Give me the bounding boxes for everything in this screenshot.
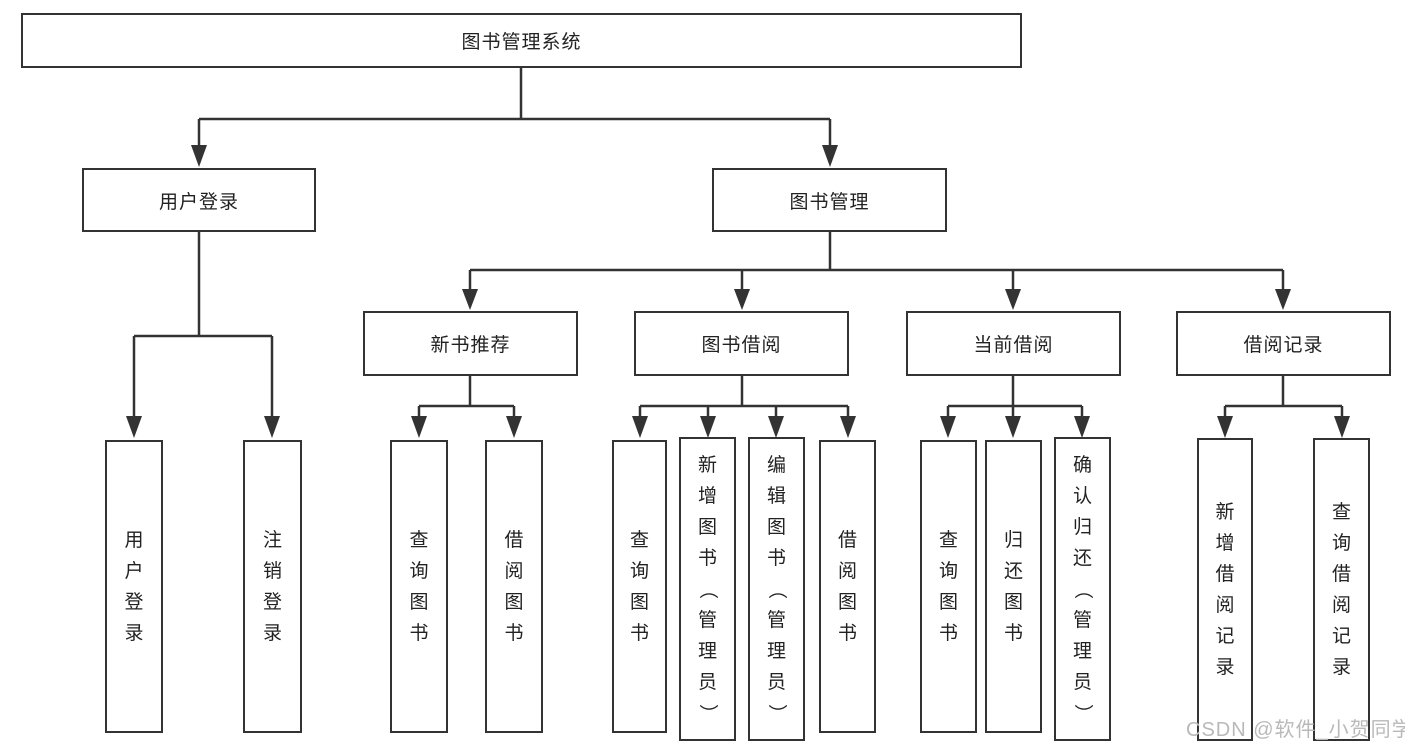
leaf-query-borrow-record: 查询借阅记录 <box>1313 438 1370 741</box>
leaf-query-books-current: 查询图书 <box>920 440 977 733</box>
leaf-logout: 注销登录 <box>243 440 302 733</box>
leaf-query-books-recommend: 查询图书 <box>390 440 448 733</box>
node-book-borrow: 图书借阅 <box>634 311 849 376</box>
node-current-borrow: 当前借阅 <box>906 311 1121 376</box>
leaf-user-login: 用户登录 <box>105 440 163 733</box>
node-new-book-recommend: 新书推荐 <box>363 311 578 376</box>
csdn-watermark: CSDN @软件_小贺同学 <box>1186 719 1405 741</box>
node-book-management: 图书管理 <box>712 168 947 232</box>
leaf-borrow-books: 借阅图书 <box>819 440 876 733</box>
leaf-add-borrow-record: 新增借阅记录 <box>1197 438 1253 741</box>
leaf-edit-books-admin: 编辑图书（管理员） <box>748 437 805 741</box>
node-borrow-records: 借阅记录 <box>1176 311 1391 376</box>
leaf-confirm-return-admin: 确认归还（管理员） <box>1054 437 1111 741</box>
leaf-borrow-books-recommend: 借阅图书 <box>485 440 543 733</box>
leaf-query-books-borrow: 查询图书 <box>612 440 667 733</box>
leaf-add-books-admin: 新增图书（管理员） <box>679 437 736 741</box>
node-library-system: 图书管理系统 <box>21 13 1022 68</box>
node-user-login: 用户登录 <box>82 168 316 232</box>
leaf-return-books: 归还图书 <box>985 440 1042 733</box>
